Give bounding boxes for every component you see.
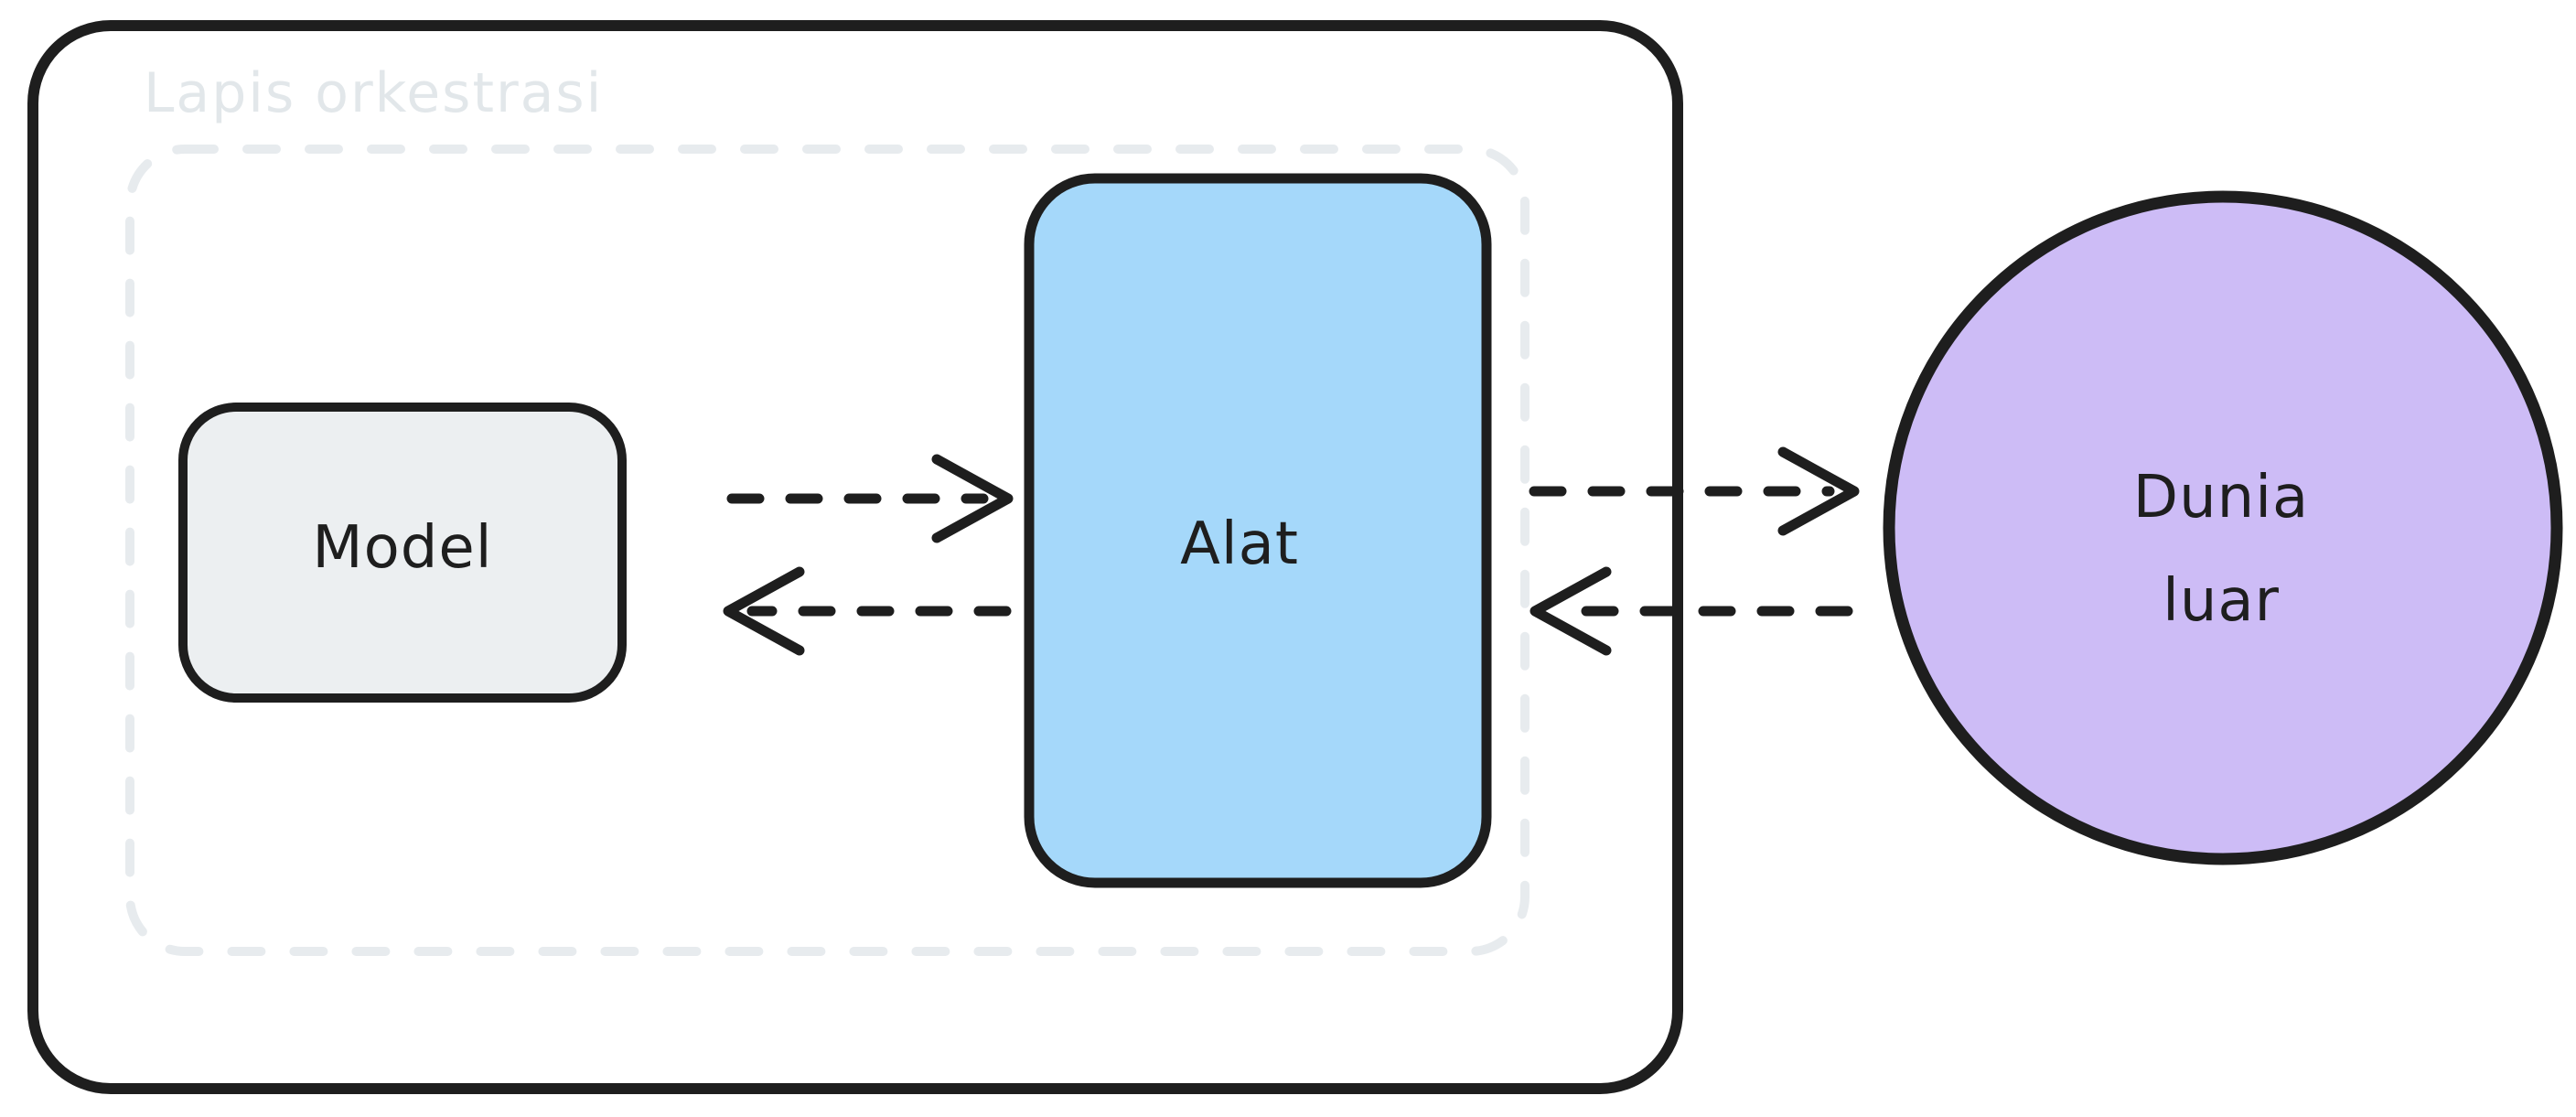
model-node-box <box>178 403 627 703</box>
arrow-dunia-luar-to-alat <box>1530 566 1853 656</box>
alat-node-box <box>1024 173 1492 888</box>
arrow-right-head-icon <box>1777 446 1860 536</box>
model-node-label: Model <box>312 514 492 582</box>
arrow-model-to-alat <box>726 454 1014 543</box>
arrow-alat-to-dunia-luar <box>1529 446 1860 536</box>
arrow-alat-to-model <box>723 566 1012 656</box>
alat-node-label: Alat <box>1180 510 1299 578</box>
arrow-left-head-icon <box>1530 566 1612 656</box>
arrow-right-head-icon <box>931 454 1014 543</box>
dunia-luar-label-line2: luar <box>2163 567 2280 635</box>
dunia-luar-node: Dunia luar <box>1883 190 2563 865</box>
dunia-luar-circle <box>1883 190 2563 865</box>
alat-node: Alat <box>1024 173 1492 888</box>
dunia-luar-label-line1: Dunia <box>2133 464 2309 532</box>
arrow-left-head-icon <box>723 566 805 656</box>
orchestration-layer-label: Lapis orkestrasi <box>144 61 603 125</box>
orchestration-dashed-boundary <box>125 145 1530 956</box>
model-node: Model <box>178 403 627 703</box>
